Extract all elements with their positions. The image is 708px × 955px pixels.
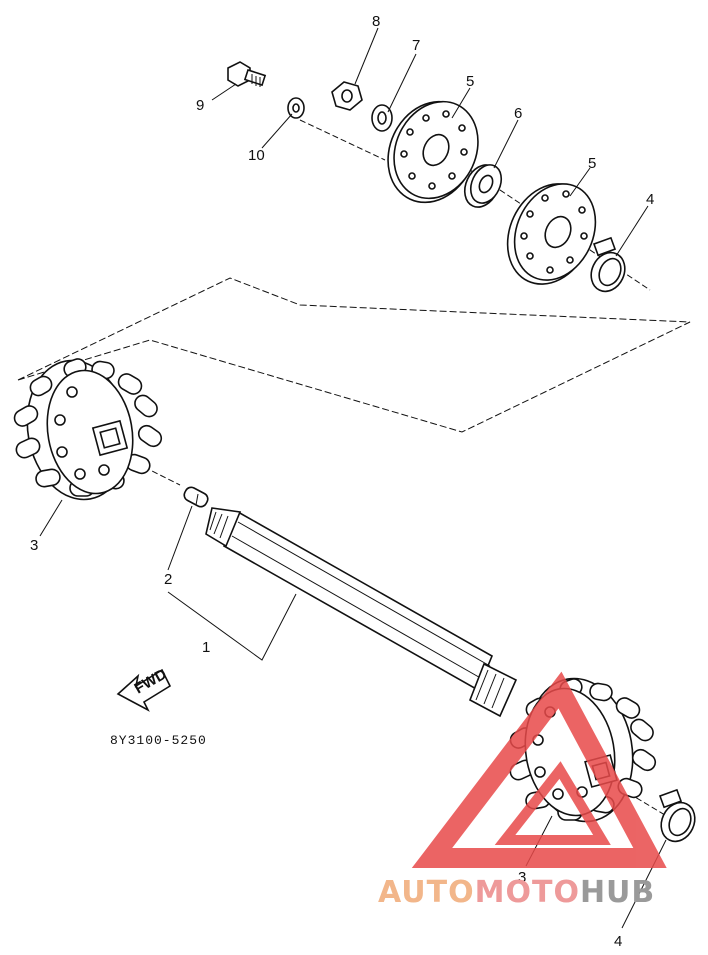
fwd-arrow-icon: FWD [116, 666, 172, 712]
part-code: 8Y3100-5250 [110, 733, 207, 748]
callout-8: 8 [372, 13, 380, 30]
callout-5-lower: 5 [588, 155, 596, 172]
sprocket-left [13, 358, 163, 501]
drive-shaft [205, 507, 518, 718]
callout-2: 2 [164, 571, 172, 588]
callout-4-lower: 4 [614, 933, 622, 950]
lock-washer [371, 104, 393, 132]
callout-5-upper: 5 [466, 73, 474, 90]
flange-plate-lower [506, 183, 597, 285]
shaft-axis-dash [299, 119, 386, 161]
callout-10: 10 [248, 147, 265, 164]
callout-7: 7 [412, 37, 420, 54]
bearing-part [463, 164, 503, 208]
pin-part [183, 486, 209, 508]
bolt-part [227, 61, 267, 87]
assembly-outline [17, 277, 691, 433]
watermark-text: AUTOMOTOHUB [378, 875, 655, 910]
callout-6: 6 [514, 105, 522, 122]
clamp-lower [658, 788, 696, 843]
washer-small [287, 97, 305, 119]
watermark-logo [411, 671, 667, 868]
callout-1: 1 [202, 639, 210, 656]
callout-9: 9 [196, 97, 204, 114]
callout-4-upper: 4 [646, 191, 654, 208]
nut-part [331, 81, 363, 111]
watermark-triangle-icon [411, 671, 667, 868]
callout-3-left: 3 [30, 537, 38, 554]
flange-plate-upper [387, 100, 479, 204]
clamp-upper [590, 236, 626, 293]
callout-3-right: 3 [518, 869, 526, 886]
